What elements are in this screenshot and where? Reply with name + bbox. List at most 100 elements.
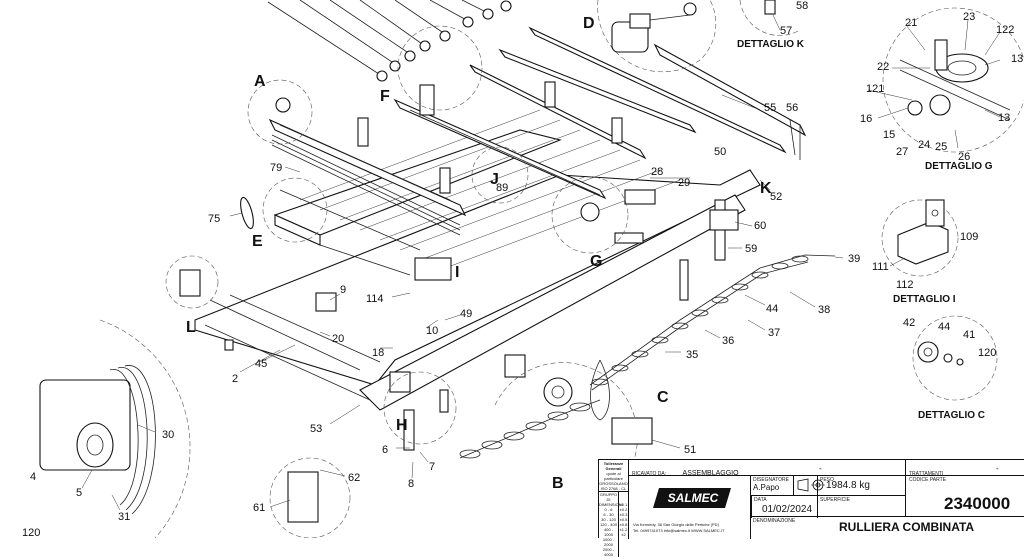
callout-122: 122 bbox=[996, 24, 1014, 36]
callout-15: 15 bbox=[883, 129, 895, 141]
callout-51: 51 bbox=[684, 444, 696, 456]
callout-25: 25 bbox=[935, 141, 947, 153]
denominazione-value: RULLIERA COMBINATA bbox=[839, 520, 975, 534]
letter-e: E bbox=[252, 233, 263, 250]
callout-75: 75 bbox=[208, 213, 220, 225]
callout-9: 9 bbox=[340, 284, 346, 296]
data-value: 01/02/2024 bbox=[762, 504, 813, 515]
callout-57: 57 bbox=[780, 25, 792, 37]
callout-50: 50 bbox=[714, 146, 726, 158]
callout-44a: 44 bbox=[766, 303, 778, 315]
callout-24: 24 bbox=[918, 139, 930, 151]
callout-38: 38 bbox=[818, 304, 830, 316]
callout-8: 8 bbox=[408, 478, 414, 490]
callout-28: 28 bbox=[651, 166, 663, 178]
callout-18: 18 bbox=[372, 347, 384, 359]
callout-22: 22 bbox=[877, 61, 889, 73]
letter-k: K bbox=[760, 180, 772, 197]
tolerance-header-2: GROSSOLANO bbox=[599, 481, 628, 486]
callout-23: 23 bbox=[963, 11, 975, 23]
letter-b: B bbox=[552, 475, 564, 492]
tolerance-range-4: 30 - 120 bbox=[601, 517, 616, 522]
callout-13b: 13 bbox=[998, 112, 1010, 124]
callout-37: 37 bbox=[768, 327, 780, 339]
tolerance-range-7: 1000 - 2000 bbox=[602, 537, 615, 547]
callout-45: 45 bbox=[255, 358, 267, 370]
callout-49: 49 bbox=[460, 308, 472, 320]
letter-f: F bbox=[380, 88, 390, 105]
detail-belts bbox=[39, 319, 191, 538]
detail-k-title: DETTAGLIO K bbox=[737, 39, 805, 50]
salmec-logo: SALMEC bbox=[653, 488, 731, 508]
tolerance-range-8: 2000 - 4000 bbox=[602, 547, 615, 557]
belt-75 bbox=[240, 196, 254, 230]
tolerance-value-0: ±0.1 bbox=[619, 502, 628, 507]
contacts: Tel. 0499741073 info@salmec.it WWW.SALME… bbox=[633, 528, 725, 533]
callout-44b: 44 bbox=[938, 321, 950, 333]
address: Via Kennedy, 36 San Giorgio delle Pertic… bbox=[633, 522, 719, 527]
detail-letters: A B C D E F G H I J K L bbox=[186, 15, 772, 492]
callout-112: 112 bbox=[896, 279, 914, 291]
callout-29: 29 bbox=[678, 177, 690, 189]
detail-j-g bbox=[471, 146, 629, 254]
tolerance-value-2: ±0.3 bbox=[619, 512, 628, 517]
callout-60: 60 bbox=[754, 220, 766, 232]
letter-l: L bbox=[186, 319, 196, 336]
callout-4: 4 bbox=[30, 471, 36, 483]
tolerance-range-5: 120 - 400 bbox=[600, 522, 617, 527]
peso-value: 1984.8 kg bbox=[826, 480, 870, 491]
leader-lines bbox=[81, 14, 1001, 511]
callout-16: 16 bbox=[860, 113, 872, 125]
detail-k bbox=[739, 0, 801, 36]
tolerance-range-1: DIMENSIONI bbox=[599, 502, 623, 507]
callout-36: 36 bbox=[722, 335, 734, 347]
letter-c: C bbox=[657, 389, 669, 406]
detail-c-title: DETTAGLIO C bbox=[918, 410, 985, 421]
callout-89: 89 bbox=[496, 182, 508, 194]
tolerance-value-4: ±0.8 bbox=[619, 522, 628, 527]
detail-a bbox=[247, 79, 313, 145]
letter-j: J bbox=[490, 171, 499, 188]
tolerance-range-6: 400 - 1000 bbox=[603, 527, 614, 537]
callout-13a: 13 bbox=[1011, 53, 1023, 65]
denominazione-label: DENOMINAZIONE bbox=[753, 518, 796, 524]
detail-b bbox=[494, 362, 653, 471]
callout-120a: 120 bbox=[978, 347, 996, 359]
letter-d: D bbox=[583, 15, 595, 32]
callout-55: 55 bbox=[764, 102, 776, 114]
detail-f bbox=[397, 25, 483, 111]
callout-39: 39 bbox=[848, 253, 860, 265]
projection-symbol-icon bbox=[793, 476, 837, 496]
callout-53: 53 bbox=[310, 423, 322, 435]
detail-i-title: DETTAGLIO I bbox=[893, 294, 956, 305]
callout-109: 109 bbox=[960, 231, 978, 243]
title-block: Tolleranze Generali quote ai particolare… bbox=[598, 459, 1024, 557]
callout-121: 121 bbox=[866, 83, 884, 95]
tolerance-range-3: 6 - 30 bbox=[603, 512, 614, 517]
roller-set bbox=[267, 0, 512, 82]
detail-bottom bbox=[269, 457, 351, 538]
detail-l bbox=[165, 255, 219, 309]
chain-b bbox=[459, 359, 610, 459]
callout-62: 62 bbox=[348, 472, 360, 484]
callout-59: 59 bbox=[745, 243, 757, 255]
detail-g bbox=[882, 7, 1024, 153]
tolerance-value-5: ±1.2 bbox=[619, 527, 628, 532]
detail-i bbox=[881, 199, 959, 277]
callout-56: 56 bbox=[786, 102, 798, 114]
detail-e bbox=[262, 177, 328, 243]
callout-35: 35 bbox=[686, 349, 698, 361]
tolerance-range-0: GRUPPO DI bbox=[599, 492, 618, 502]
main-frame bbox=[194, 26, 807, 451]
callout-52: 52 bbox=[770, 191, 782, 203]
callout-2: 2 bbox=[232, 373, 238, 385]
callout-120b: 120 bbox=[22, 527, 40, 538]
callout-111: 111 bbox=[872, 261, 889, 273]
data-label: DATA bbox=[754, 497, 767, 503]
callout-41: 41 bbox=[963, 329, 975, 341]
detail-g-title: DETTAGLIO G bbox=[925, 161, 993, 172]
letter-g: G bbox=[590, 253, 602, 270]
callout-26: 26 bbox=[958, 151, 970, 163]
callout-27: 27 bbox=[896, 146, 908, 158]
tolerance-header-0: Tolleranze Generali bbox=[603, 461, 624, 471]
